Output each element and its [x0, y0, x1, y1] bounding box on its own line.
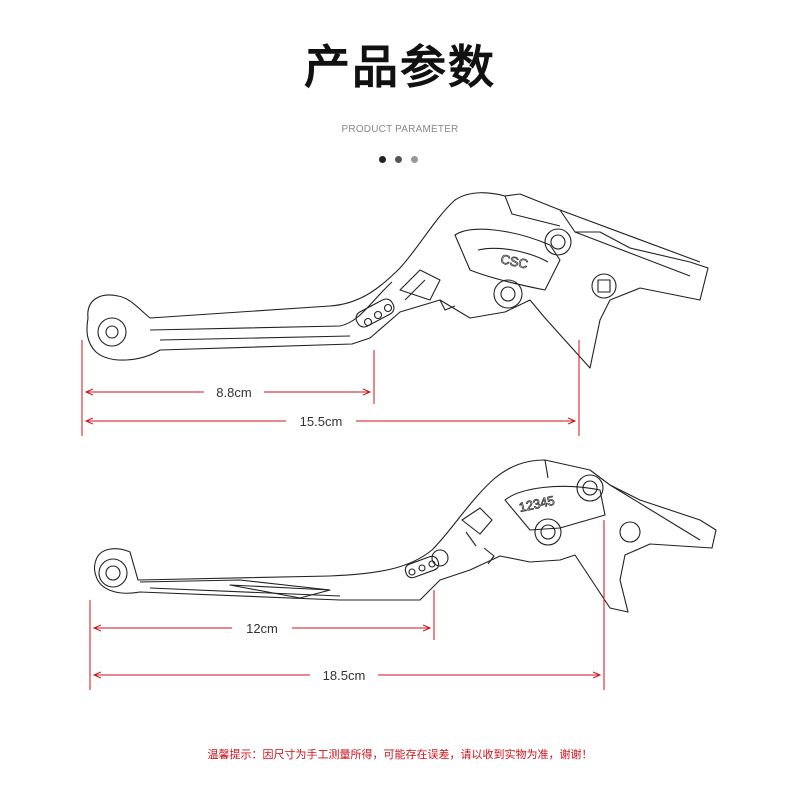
- lever-top-marking: CSC: [499, 251, 529, 271]
- dim-label-top-inner: 8.8cm: [216, 385, 251, 400]
- lever-bottom-marking: 12345: [518, 493, 556, 515]
- lever-top: CSC: [86, 192, 709, 369]
- dim-lines-top: [81, 340, 580, 436]
- decorative-dots: [379, 156, 418, 163]
- page-subtitle: PRODUCT PARAMETER: [341, 124, 459, 135]
- dim-label-bottom-inner: 12cm: [246, 621, 278, 636]
- page-title: 产品参数: [304, 40, 496, 94]
- lever-bottom: 12345: [93, 459, 717, 613]
- dot-1: [379, 156, 386, 163]
- dot-2: [395, 156, 402, 163]
- dim-lines-bottom: [89, 520, 605, 690]
- footer-note: 温馨提示：因尺寸为手工测量所得，可能存在误差，请以收到实物为准，谢谢！: [207, 748, 593, 761]
- dim-label-top-total: 15.5cm: [300, 414, 343, 429]
- dot-3: [411, 156, 418, 163]
- dim-label-bottom-total: 18.5cm: [323, 668, 366, 683]
